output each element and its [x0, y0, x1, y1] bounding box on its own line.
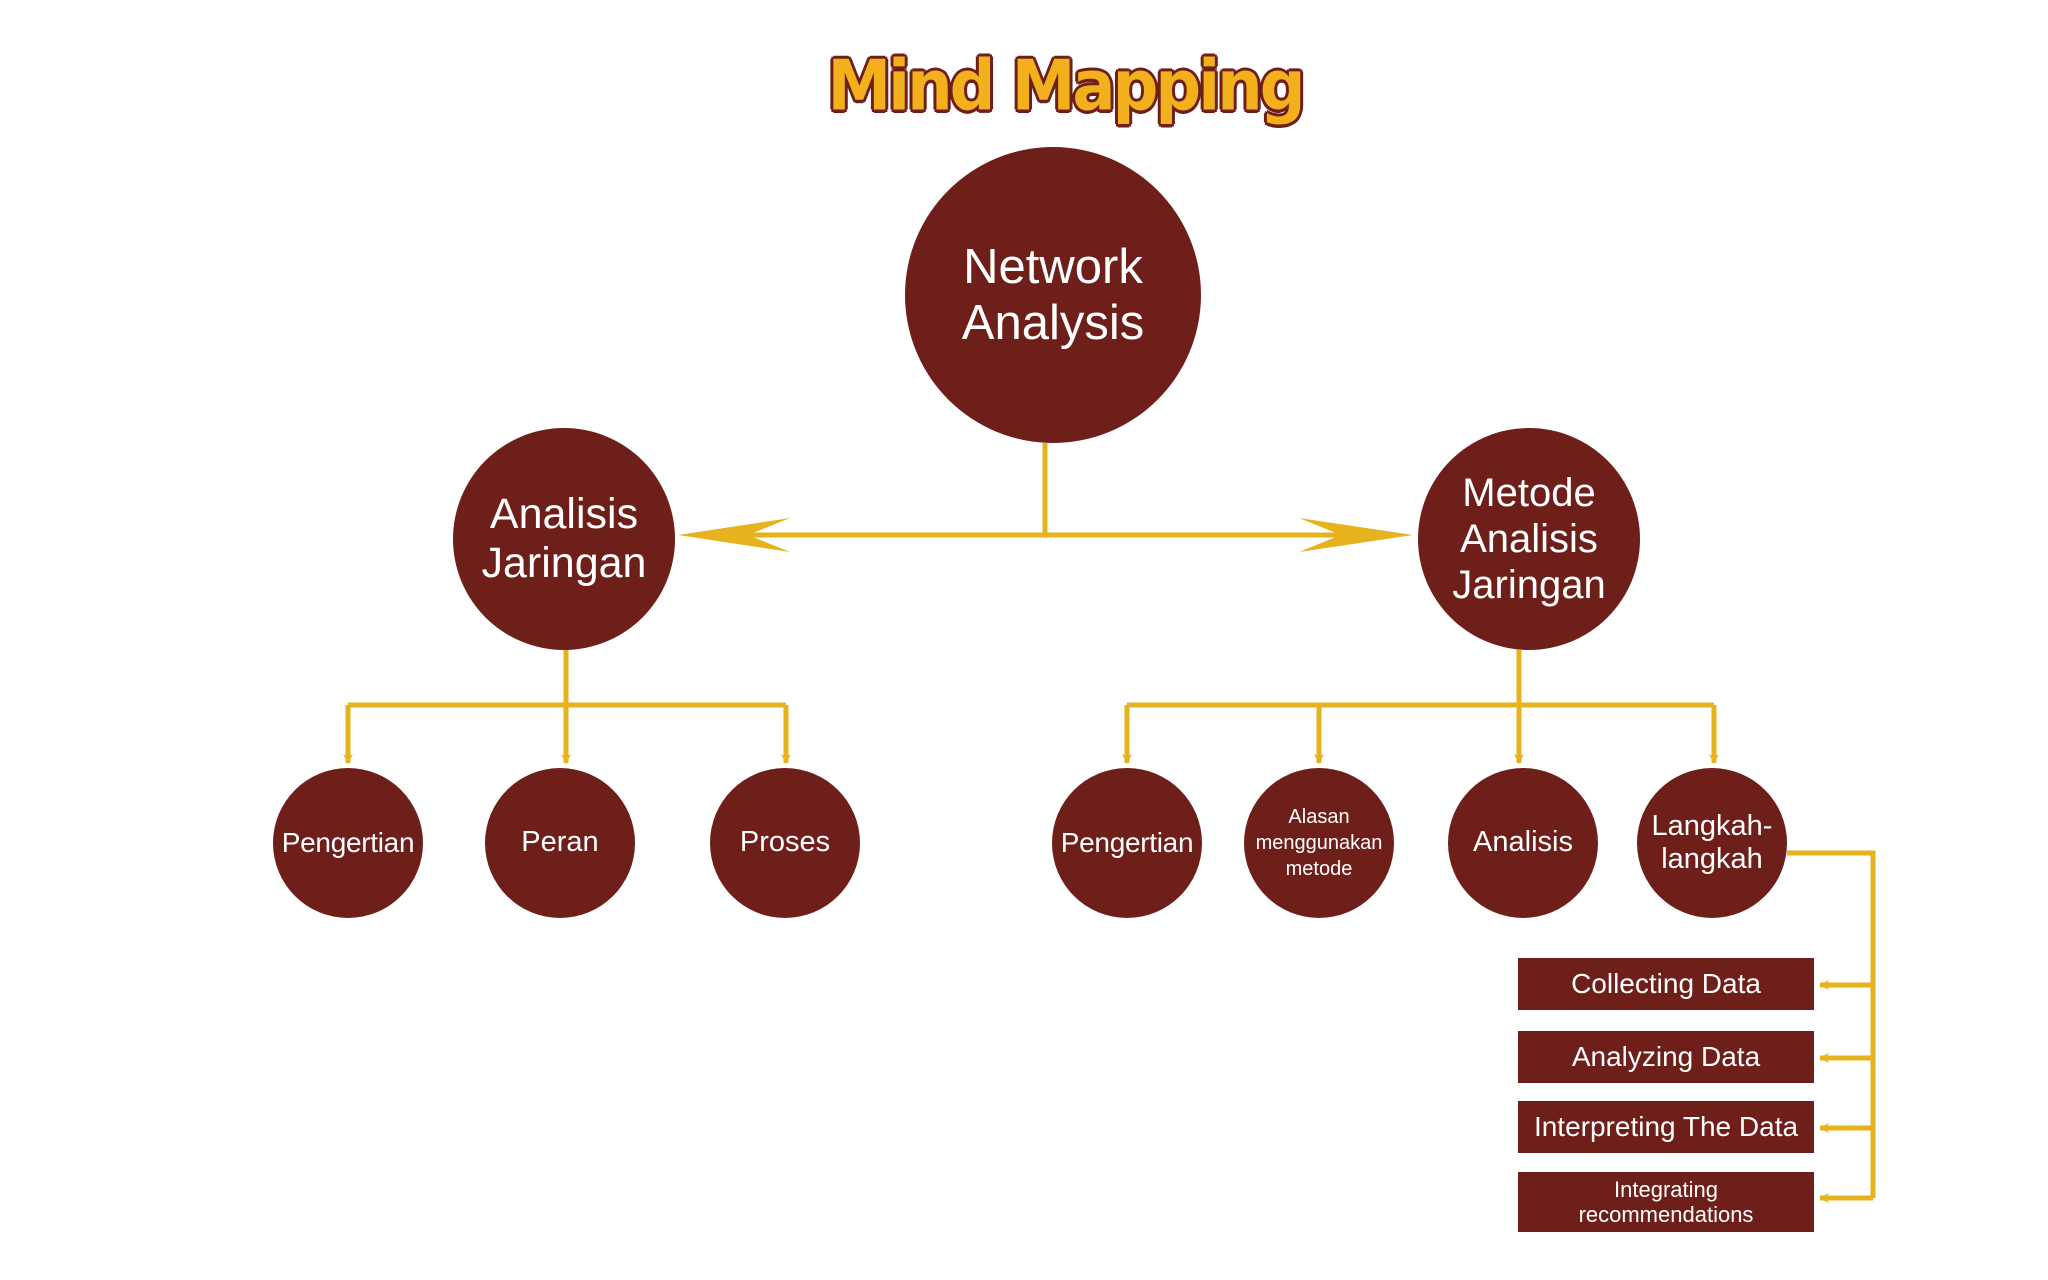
leaf-node-proses: Proses	[710, 768, 860, 918]
leaf-label-line1: Alasan	[1288, 806, 1350, 828]
root-label-line2: Analysis	[961, 296, 1145, 350]
leaf-node-pengertian-left: Pengertian	[273, 768, 423, 918]
diagram-title: Mind Mapping	[827, 47, 1305, 127]
branch-node-analisis-jaringan: Analisis Jaringan	[453, 428, 675, 650]
step-box-collecting: Collecting Data	[1518, 958, 1814, 1010]
step-box-analyzing: Analyzing Data	[1518, 1031, 1814, 1083]
leaf-label: Analisis	[1473, 826, 1573, 859]
branch-right-label-line3: Jaringan	[1452, 563, 1606, 607]
leaf-label: Peran	[521, 826, 599, 859]
leaf-node-peran: Peran	[485, 768, 635, 918]
arrowhead-right	[1299, 518, 1413, 552]
leaf-label: Proses	[739, 826, 831, 859]
arrowhead-left	[678, 518, 790, 552]
leaf-label-line2: menggunakan	[1255, 832, 1383, 854]
step-label: Interpreting The Data	[1533, 1110, 1799, 1142]
root-node: Network Analysis	[905, 147, 1201, 443]
branch-node-metode-analisis-jaringan: Metode Analisis Jaringan	[1418, 428, 1640, 650]
leaf-label: Pengertian	[281, 826, 415, 858]
leaf-label-line3: metode	[1285, 858, 1353, 880]
step-label-line1: Integrating	[1614, 1176, 1718, 1202]
leaf-label-line1: Langkah-	[1651, 809, 1773, 842]
leaf-label: Pengertian	[1060, 826, 1194, 858]
branch-right-label-line1: Metode	[1462, 471, 1596, 515]
leaf-label-line2: langkah	[1661, 843, 1763, 875]
branch-right-label-line2: Analisis	[1460, 517, 1598, 561]
step-label: Analyzing Data	[1571, 1040, 1761, 1072]
steps-bracket	[1787, 850, 1876, 1198]
branch-left-label-line2: Jaringan	[481, 539, 647, 587]
leaf-node-analisis: Analisis	[1448, 768, 1598, 918]
step-box-integrating: Integrating recommendations	[1518, 1172, 1814, 1232]
leaf-node-pengertian-right: Pengertian	[1052, 768, 1202, 918]
step-label: Collecting Data	[1571, 967, 1761, 999]
root-label-line1: Network	[963, 239, 1143, 294]
leaf-node-langkah: Langkah- langkah	[1637, 768, 1787, 918]
branch-left-label-line1: Analisis	[489, 489, 639, 538]
step-box-interpreting: Interpreting The Data	[1518, 1101, 1814, 1153]
step-label-line2: recommendations	[1578, 1202, 1754, 1227]
leaf-node-alasan: Alasan menggunakan metode	[1244, 768, 1394, 918]
